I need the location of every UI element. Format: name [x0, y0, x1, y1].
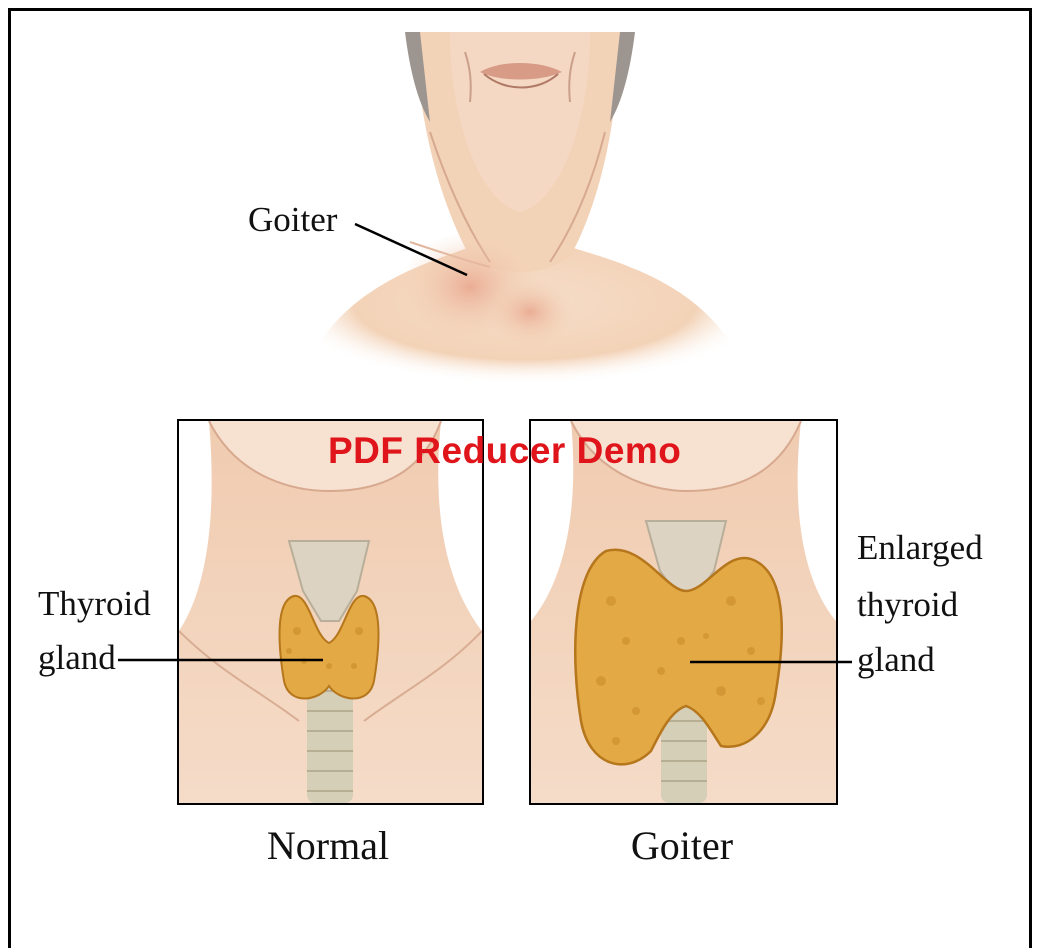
enlarged-thyroid-leader-line — [690, 657, 860, 667]
goiter-top-leader-line — [350, 220, 480, 280]
top-neck-illustration — [300, 12, 740, 392]
goiter-caption: Goiter — [582, 822, 782, 869]
pdf-reducer-watermark: PDF Reducer Demo — [328, 430, 681, 472]
thyroid-gland-label-line1: Thyroid — [38, 584, 151, 624]
goiter-top-label: Goiter — [248, 200, 337, 240]
thyroid-gland-label-line2: gland — [38, 638, 116, 678]
normal-caption: Normal — [228, 822, 428, 869]
enlarged-thyroid-label-line2: thyroid — [857, 585, 958, 625]
enlarged-thyroid-label-line3: gland — [857, 640, 935, 680]
normal-thyroid-panel — [177, 419, 484, 805]
enlarged-thyroid-label-line1: Enlarged — [857, 528, 983, 568]
goiter-thyroid-panel — [529, 419, 838, 805]
thyroid-gland-leader-line — [118, 655, 330, 665]
